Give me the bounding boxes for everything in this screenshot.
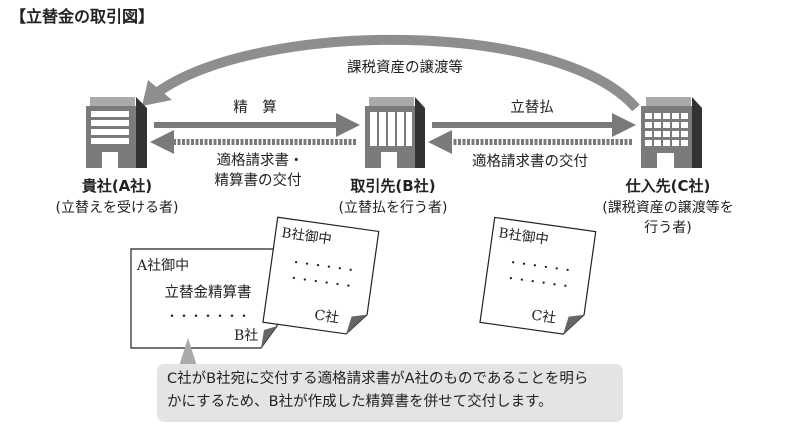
asset-transfer-arc-arrow xyxy=(142,34,640,112)
company-c-name: 仕入先(C社) xyxy=(625,177,711,195)
invoice-c-addressee: B社御中 xyxy=(497,225,549,248)
company-b-role: (立替払を行う者) xyxy=(339,200,448,216)
callout-line1: C社がB社宛に交付する適格請求書がA社のものであることを明ら xyxy=(167,371,589,387)
arc-label: 課税資産の譲渡等 xyxy=(347,58,463,76)
explanation-callout: C社がB社宛に交付する適格請求書がA社のものであることを明ら かにするため、B社… xyxy=(157,364,623,422)
settlement-addressee: A社御中 xyxy=(136,258,189,274)
invoice-document-b: B社御中 ・・・・・・ ・・・・・・ C社 xyxy=(262,216,380,335)
settlement-dots: ・・・・・・・ xyxy=(166,309,250,323)
settlement-title: 立替金精算書 xyxy=(165,284,252,301)
settlement-issuer: B社 xyxy=(234,328,258,344)
callout-line2: かにするため、B社が作成した精算書を併せて交付します。 xyxy=(167,394,553,410)
invoice-document-c: B社御中 ・・・・・・ ・・・・・・ C社 xyxy=(479,216,597,335)
callout-pointer xyxy=(179,338,197,366)
company-a-role: (立替えを受ける者) xyxy=(56,200,179,216)
building-a-icon xyxy=(86,97,147,168)
advance-payment-label: 立替払 xyxy=(510,99,554,116)
cb-label: 適格請求書の交付 xyxy=(472,152,588,170)
ba-label-line1: 適格請求書・ xyxy=(217,151,304,169)
company-c-role-line1: (課税資産の譲渡等を xyxy=(602,199,733,216)
invoice-c-issuer: C社 xyxy=(530,308,557,327)
building-b-icon xyxy=(365,97,425,168)
building-c-icon xyxy=(641,97,702,168)
invoice-b-issuer: C社 xyxy=(313,307,340,326)
settlement-label: 精 算 xyxy=(233,99,277,116)
diagram-title: 【立替金の取引図】 xyxy=(10,7,154,26)
invoice-b-addressee: B社御中 xyxy=(280,225,332,248)
ba-label-line2: 精算書の交付 xyxy=(215,171,302,189)
settlement-document: A社御中 立替金精算書 ・・・・・・・ B社 xyxy=(130,248,278,349)
company-c-role-line2: 行う者) xyxy=(644,220,691,236)
company-b-name: 取引先(B社) xyxy=(350,177,435,195)
company-a-name: 貴社(A社) xyxy=(82,177,152,195)
